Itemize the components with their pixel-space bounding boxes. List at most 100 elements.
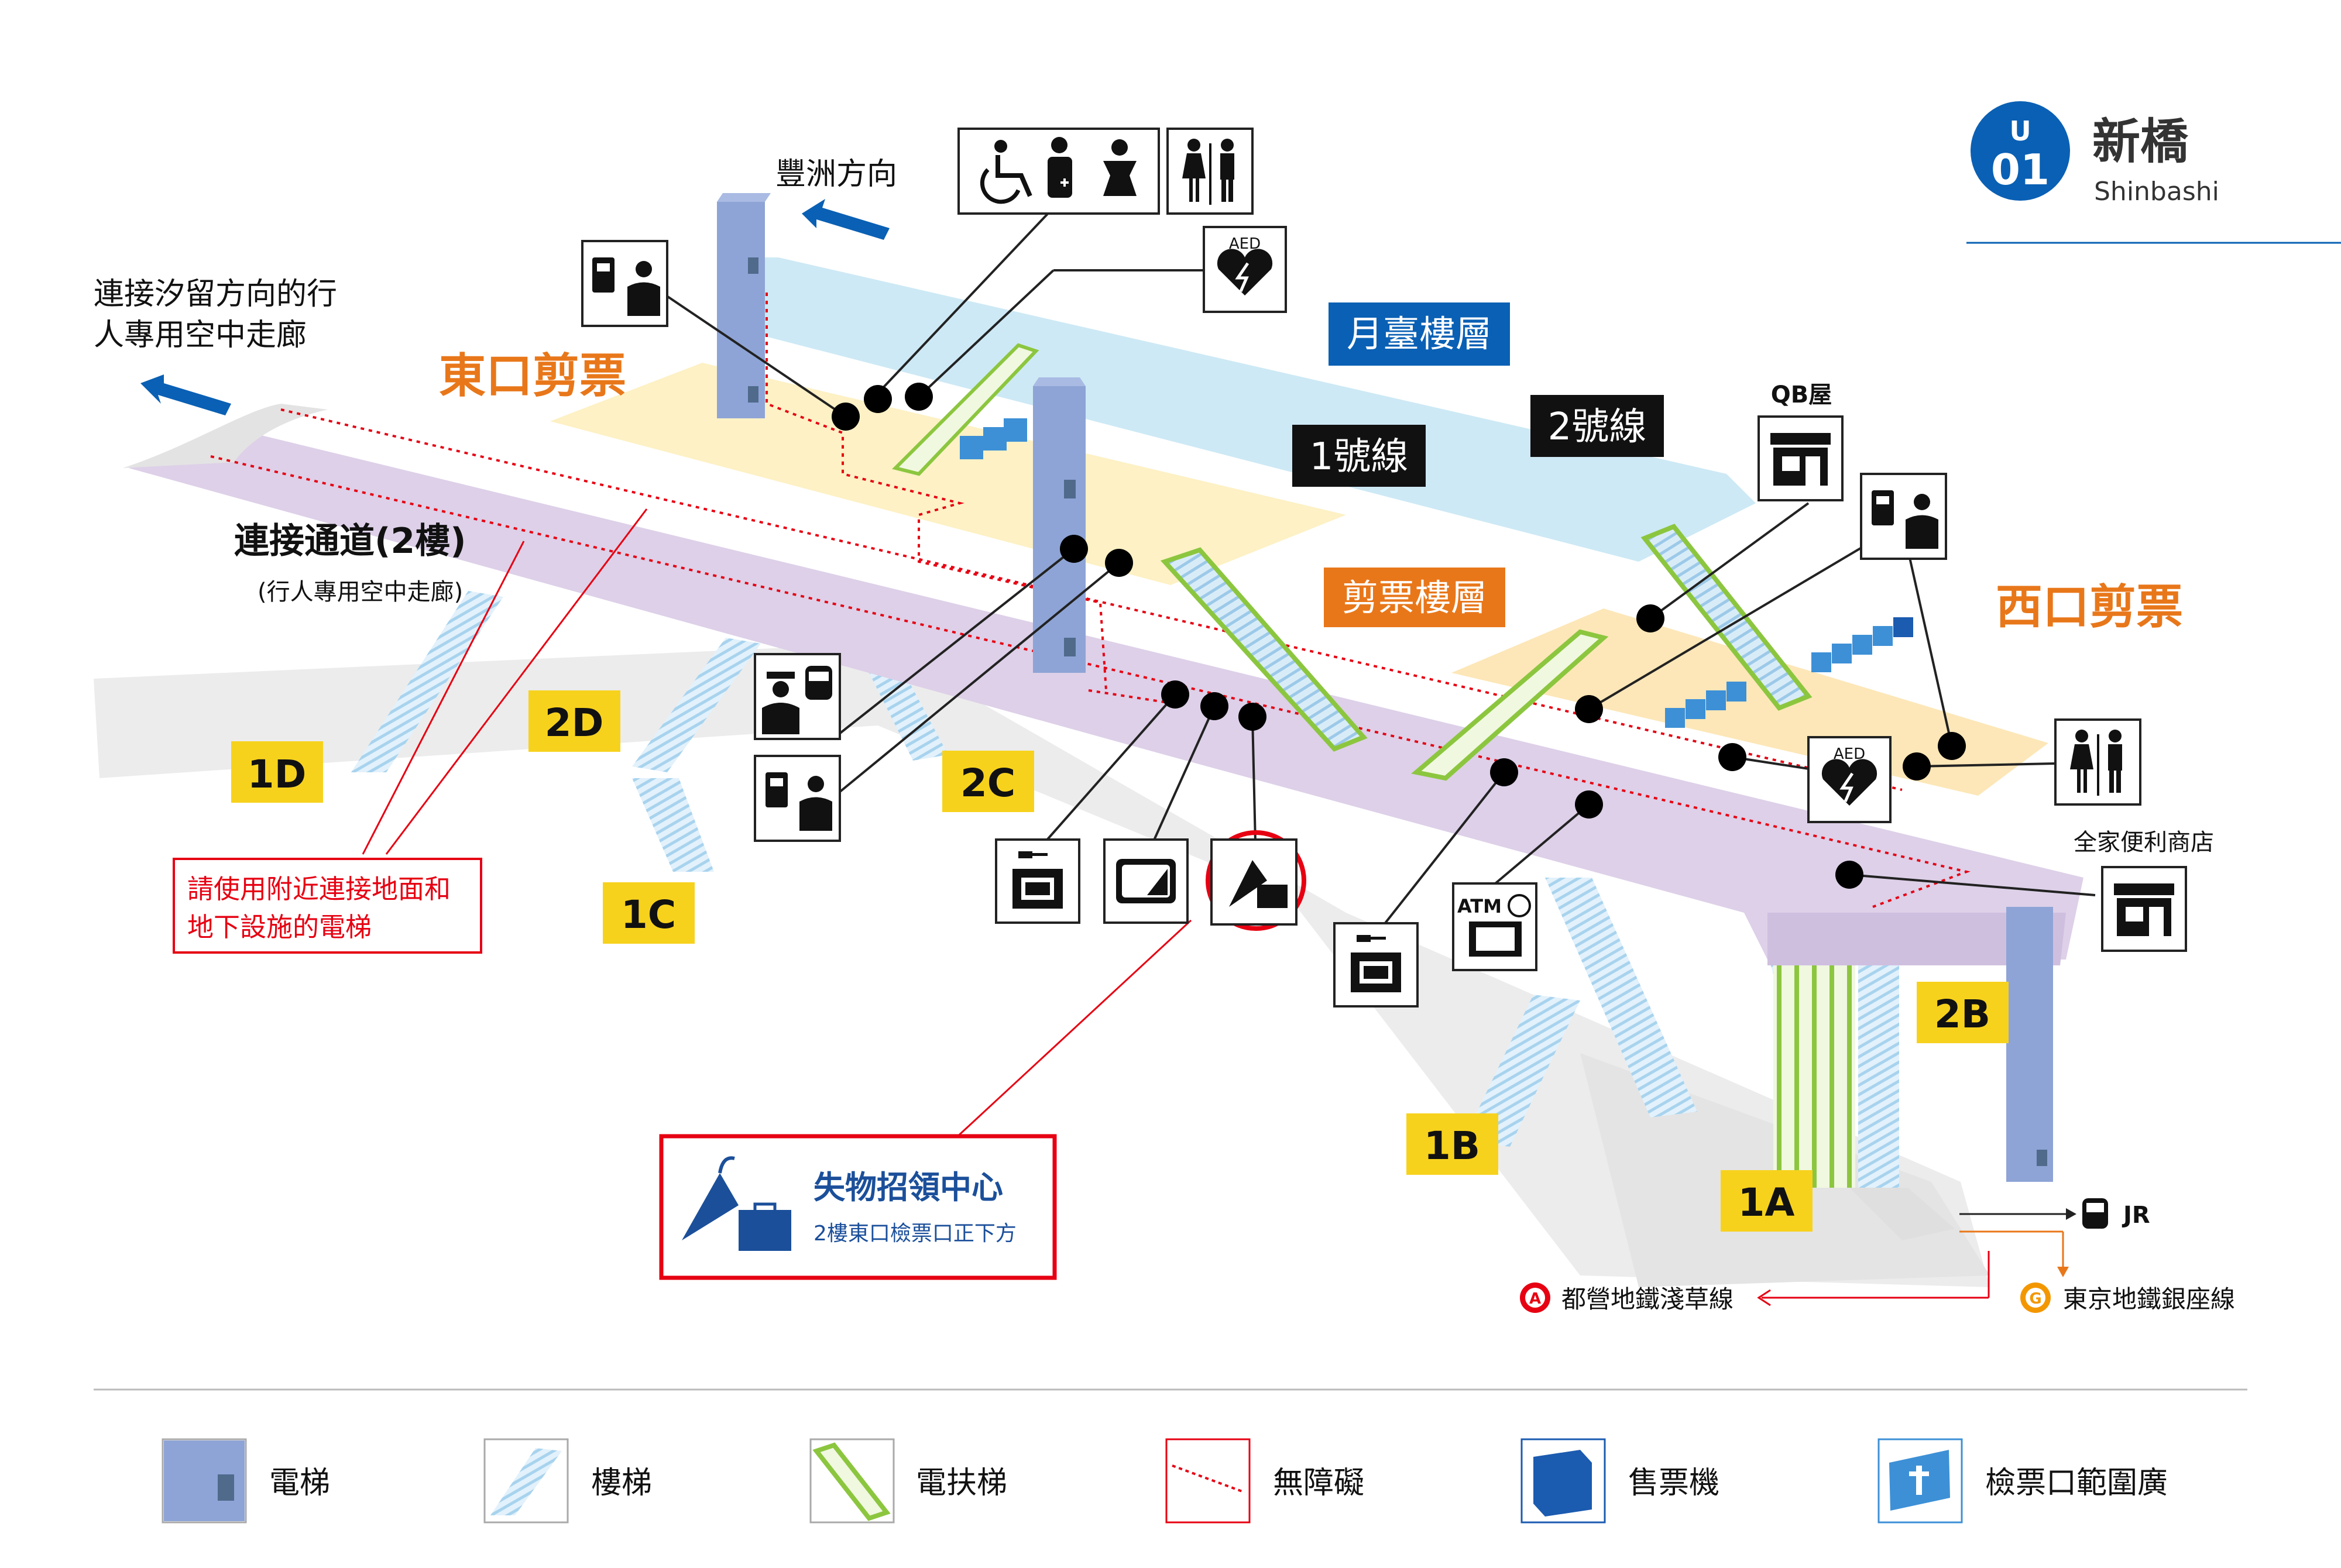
restroom-icon	[2070, 730, 2122, 796]
svg-text:樓梯: 樓梯	[591, 1466, 652, 1501]
escalators	[892, 343, 1813, 781]
station-attendant-icon	[773, 681, 789, 697]
staff-box-east-1	[581, 240, 668, 327]
shop-icon	[2114, 883, 2174, 936]
concourse-floor-label: 剪票樓層	[1324, 568, 1505, 627]
gate-icons	[960, 418, 1913, 728]
legend-item-wide-gate: 檢票口範圍廣	[1877, 1438, 2168, 1524]
exit-2b: 2B	[1917, 982, 2009, 1043]
poi-dot	[1636, 604, 1664, 632]
briefcase-icon	[1257, 885, 1288, 908]
svg-text:電扶梯: 電扶梯	[916, 1466, 1007, 1501]
exit-1d: 1D	[231, 741, 323, 803]
legend-item-barrier-free: 無障礙	[1165, 1438, 1364, 1524]
svg-text:剪票樓層: 剪票樓層	[1342, 576, 1487, 619]
poi-dot	[1238, 703, 1266, 731]
baby-care-icon	[1103, 139, 1137, 196]
escalator-icon	[812, 1442, 891, 1521]
shiodome-arrow-icon	[140, 374, 231, 415]
staff-box-west	[1860, 473, 1947, 560]
poi-dot	[1938, 732, 1966, 760]
svg-text:1A: 1A	[1738, 1180, 1794, 1225]
globe-icon	[1508, 894, 1531, 917]
elevator-east-1	[717, 193, 771, 418]
transfers: JR A 都營地鐵淺草線 G 東京地鐵銀座線	[1520, 1198, 2235, 1313]
elevator-note: 請使用附近連接地面和 地下設施的電梯	[173, 858, 482, 954]
briefcase-icon	[739, 1210, 791, 1251]
red-leaders	[362, 508, 1192, 1148]
familymart-box: 全家便利商店	[2074, 829, 2214, 952]
atm-box: ATM	[1452, 882, 1537, 971]
svg-text:G: G	[2029, 1290, 2041, 1308]
passage-title: 連接通道(2樓)	[234, 521, 466, 562]
svg-text:01: 01	[1991, 145, 2050, 194]
poi-dot	[1060, 535, 1088, 563]
exit-2d: 2D	[528, 690, 620, 752]
passage-drop	[1767, 913, 2066, 965]
legend-item-ticket-machine: 售票機	[1520, 1438, 1719, 1524]
svg-text:檢票口範圍廣: 檢票口範圍廣	[1985, 1466, 2168, 1501]
barrier-free-icon	[1172, 1464, 1244, 1493]
poi-dot	[1575, 695, 1603, 723]
staff-person-icon	[636, 261, 652, 277]
station-romaji: Shinbashi	[2094, 177, 2219, 207]
umbrella-icon	[1229, 860, 1267, 907]
poi-dot	[1200, 692, 1228, 720]
accessible-facilities-box	[957, 128, 1160, 215]
svg-text:1號線: 1號線	[1310, 435, 1409, 479]
svg-text:全家便利商店: 全家便利商店	[2074, 829, 2214, 856]
poi-dot	[1490, 758, 1518, 786]
station-number-icon	[1971, 101, 2070, 201]
svg-text:1B: 1B	[1424, 1123, 1480, 1168]
poi-dot	[905, 383, 933, 411]
svg-text:無障礙: 無障礙	[1273, 1466, 1364, 1501]
stairs-group	[351, 591, 1814, 1147]
lost-found-callout: 失物招領中心 2樓東口檢票口正下方	[659, 1134, 1057, 1280]
exit-1b: 1B	[1406, 1113, 1498, 1175]
direction-arrows	[140, 199, 890, 415]
elevator-west	[2006, 907, 2053, 1182]
exit-labels: 1D 2D 1C 2C 1B 2B 1A	[231, 690, 2009, 1232]
restroom-icon	[1182, 139, 1234, 205]
svg-text:2D: 2D	[545, 700, 604, 745]
svg-text:2號線: 2號線	[1548, 405, 1647, 449]
aed-box-east: AED	[1203, 226, 1287, 313]
svg-text:地下設施的電梯: 地下設施的電梯	[187, 912, 372, 943]
staff-person-icon	[808, 776, 824, 792]
svg-text:1D: 1D	[248, 752, 307, 797]
east-gate-label: 東口剪票	[439, 349, 626, 403]
shop-icon	[1770, 433, 1831, 486]
aed-box-west: AED	[1807, 736, 1892, 823]
elevator-east-2	[1033, 377, 1086, 673]
poi-dot	[1835, 861, 1863, 889]
svg-text:1C: 1C	[621, 892, 676, 937]
svg-text:JR: JR	[2122, 1202, 2150, 1229]
toyosu-direction-label: 豐洲方向	[775, 157, 897, 192]
train-icon	[805, 666, 832, 700]
west-gate-label: 西口剪票	[1996, 580, 2183, 634]
svg-text:ATM: ATM	[1457, 895, 1502, 917]
aed-heart-icon	[1821, 759, 1877, 806]
platform-floor-label: 月臺樓層	[1329, 302, 1510, 366]
umbrella-icon	[682, 1173, 739, 1240]
legend-item-stairs: 樓梯	[483, 1438, 652, 1524]
svg-text:U: U	[2009, 115, 2031, 147]
svg-text:2C: 2C	[960, 761, 1015, 806]
shiodome-direction-label-2: 人專用空中走廊	[94, 318, 307, 353]
svg-text:2樓東口檢票口正下方: 2樓東口檢票口正下方	[813, 1222, 1017, 1246]
poi-dot	[1161, 680, 1189, 709]
qb-house-box: QB屋	[1758, 381, 1844, 501]
passage-subtitle: (行人專用空中走廊)	[258, 579, 463, 606]
aed-heart-icon	[1217, 249, 1273, 295]
connector-lines	[665, 207, 2096, 926]
svg-text:請使用附近連接地面和: 請使用附近連接地面和	[187, 874, 451, 905]
ic-card-box	[1103, 838, 1189, 924]
restroom-box-east	[1166, 128, 1254, 215]
svg-text:售票機: 售票機	[1628, 1466, 1719, 1501]
poi-dots	[832, 383, 1966, 889]
poi-dot	[1718, 743, 1746, 771]
exit-1a: 1A	[1721, 1170, 1813, 1232]
wheelchair-icon	[980, 140, 1032, 204]
svg-text:東京地鐵銀座線: 東京地鐵銀座線	[2063, 1285, 2235, 1313]
connecting-passage	[129, 433, 2083, 960]
